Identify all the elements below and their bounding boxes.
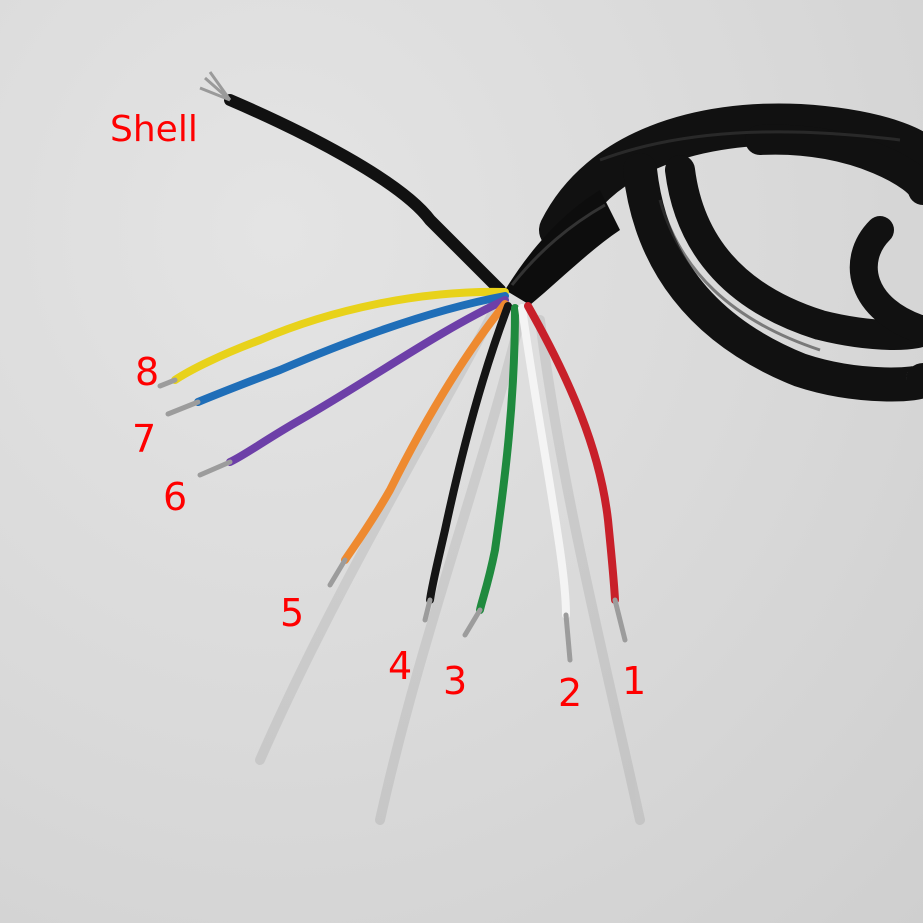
label-pin-5: 5 — [280, 591, 305, 635]
label-pin-4: 4 — [388, 644, 413, 688]
label-pin-3: 3 — [443, 659, 468, 703]
shell-wire — [224, 94, 506, 296]
label-pin-1: 1 — [622, 659, 647, 703]
wire-8-yellow — [171, 287, 509, 384]
label-pin-8: 8 — [135, 350, 160, 394]
label-pin-2: 2 — [558, 671, 583, 715]
wire-4-black — [426, 302, 512, 604]
coiled-cable — [539, 103, 923, 402]
cable-jacket — [505, 190, 620, 305]
label-shell: Shell — [110, 109, 198, 150]
wire-5-orange — [341, 300, 509, 564]
wire-3-green — [476, 304, 519, 614]
wire-6-purple — [226, 296, 509, 466]
wire-3-tip — [462, 607, 483, 638]
label-pin-7: 7 — [132, 417, 157, 461]
wire-2-white — [518, 304, 570, 619]
wire-7-blue — [194, 292, 509, 406]
wire-1-red — [524, 302, 619, 604]
label-pin-6: 6 — [163, 475, 188, 519]
